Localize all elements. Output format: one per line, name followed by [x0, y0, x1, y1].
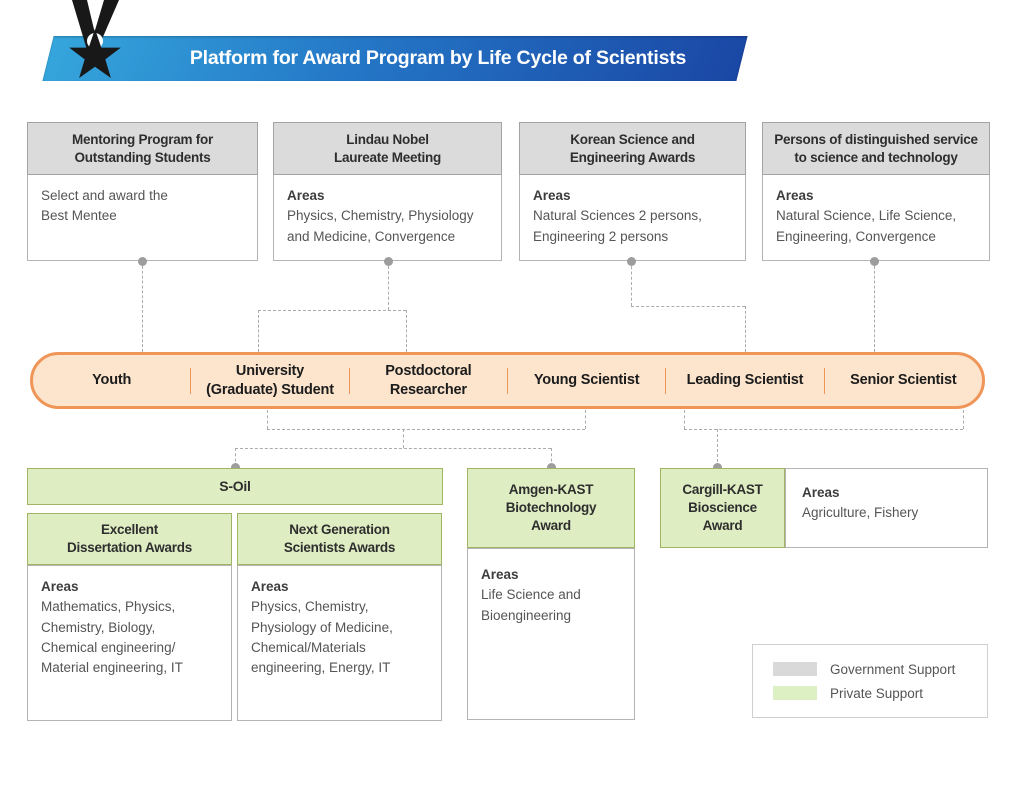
connector-line	[684, 410, 685, 429]
connector-line	[585, 410, 586, 429]
stage-postdoctoral-researcher: Postdoctoral Researcher	[385, 363, 472, 398]
connector-dot	[231, 463, 240, 472]
areas-label: Areas	[533, 188, 571, 203]
connector-dot	[713, 463, 722, 472]
gov-box-korean-awards: Korean Science and Engineering Awards Ar…	[519, 122, 746, 261]
stage-university-student: University (Graduate) Student	[206, 363, 334, 398]
areas-label: Areas	[41, 579, 79, 594]
gov-box-distinguished-service-areas: Natural Science, Life Science, Engineeri…	[776, 208, 957, 244]
connector-line	[403, 429, 404, 448]
s-oil-dissertation-areas: Mathematics, Physics, Chemistry, Biology…	[41, 599, 183, 675]
connector-dot	[384, 257, 393, 266]
areas-label: Areas	[251, 579, 289, 594]
connector-dot	[870, 257, 879, 266]
areas-label: Areas	[287, 188, 325, 203]
gov-box-distinguished-service: Persons of distinguished service to scie…	[762, 122, 990, 261]
lifecycle-pill: Youth University (Graduate) Student Post…	[30, 352, 985, 409]
connector-dot	[547, 463, 556, 472]
private-support-label: Private Support	[830, 685, 924, 701]
connector-line	[142, 261, 143, 352]
government-support-label: Government Support	[830, 661, 956, 677]
gov-box-mentoring-title: Mentoring Program for Outstanding Studen…	[27, 122, 258, 175]
connector-line	[631, 306, 745, 307]
s-oil-next-gen-areas: Physics, Chemistry, Physiology of Medici…	[251, 599, 393, 675]
connector-line	[963, 410, 964, 429]
cargill-kast-title: Cargill-KAST Bioscience Award	[660, 468, 785, 548]
gov-box-lindau-areas: Physics, Chemistry, Physiology and Medic…	[287, 208, 474, 244]
connector-line	[258, 310, 406, 311]
connector-line	[406, 310, 407, 352]
cargill-kast-areas: Agriculture, Fishery	[802, 505, 919, 521]
legend: Government Support Private Support	[752, 644, 988, 718]
title-banner: Platform for Award Program by Life Cycle…	[42, 36, 748, 81]
s-oil-dissertation-title: Excellent Dissertation Awards	[27, 513, 232, 565]
stage-senior-scientist: Senior Scientist	[850, 372, 957, 389]
s-oil-header: S-Oil	[27, 468, 443, 505]
gov-box-korean-awards-title: Korean Science and Engineering Awards	[519, 122, 746, 175]
amgen-kast-areas: Life Science and Bioengineering	[481, 587, 581, 623]
connector-line	[235, 448, 236, 467]
connector-line	[745, 306, 746, 352]
stage-divider	[823, 367, 825, 394]
stage-young-scientist: Young Scientist	[533, 372, 640, 389]
government-support-swatch	[773, 662, 817, 676]
areas-label: Areas	[776, 188, 814, 203]
amgen-kast-title: Amgen-KAST Biotechnology Award	[467, 468, 635, 548]
gov-box-mentoring: Mentoring Program for Outstanding Studen…	[27, 122, 258, 261]
connector-dot	[138, 257, 147, 266]
title-banner-inner: Platform for Award Program by Life Cycle…	[48, 36, 742, 81]
stage-divider	[348, 367, 350, 394]
medal-icon	[69, 0, 121, 78]
connector-dot	[627, 257, 636, 266]
areas-label: Areas	[481, 567, 519, 582]
stage-divider	[665, 367, 667, 394]
gov-box-korean-awards-areas: Natural Sciences 2 persons, Engineering …	[533, 208, 702, 244]
gov-box-lindau-title: Lindau Nobel Laureate Meeting	[273, 122, 502, 175]
connector-line	[235, 448, 551, 449]
private-support-swatch	[773, 686, 817, 700]
connector-line	[631, 261, 632, 306]
legend-row-private: Private Support	[773, 686, 987, 701]
connector-line	[267, 429, 585, 430]
connector-line	[267, 410, 268, 429]
connector-line	[874, 261, 875, 352]
areas-label: Areas	[802, 485, 840, 500]
legend-row-government: Government Support	[773, 662, 987, 677]
connector-line	[388, 261, 389, 310]
connector-line	[684, 429, 963, 430]
gov-box-mentoring-body: Select and award the Best Mentee	[27, 175, 258, 261]
connector-line	[258, 310, 259, 352]
connector-line	[717, 429, 718, 467]
stage-youth: Youth	[92, 372, 132, 389]
s-oil-next-gen-title: Next Generation Scientists Awards	[237, 513, 442, 565]
stage-divider	[190, 367, 192, 394]
gov-box-distinguished-service-title: Persons of distinguished service to scie…	[762, 122, 990, 175]
page-title: Platform for Award Program by Life Cycle…	[189, 47, 687, 69]
connector-line	[551, 448, 552, 467]
stage-leading-scientist: Leading Scientist	[686, 372, 804, 389]
stage-divider	[506, 367, 508, 394]
